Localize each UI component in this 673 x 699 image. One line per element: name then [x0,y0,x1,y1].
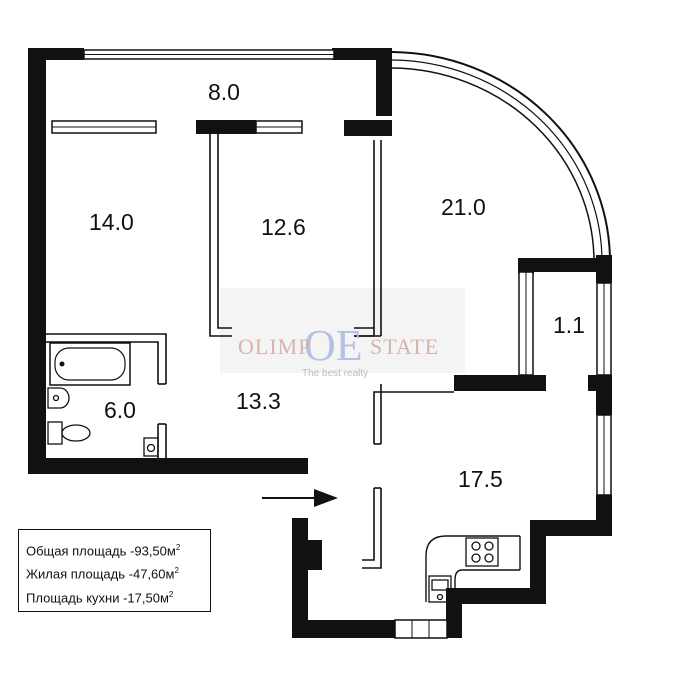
walls [28,48,612,638]
watermark-left: OLIMP [238,334,311,359]
area-summary-box: Общая площадь -93,50м2 Жилая площадь -47… [18,529,211,612]
sink-icon [47,387,70,409]
toilet-icon [47,421,91,445]
room-label-kitchen: 17.5 [458,466,503,492]
total-area-line: Общая площадь -93,50м2 [26,538,204,561]
room-label-bathroom: 6.0 [104,397,136,423]
room-label-small-balcony: 1.1 [553,312,585,338]
kitchen-counter [425,535,521,602]
room-label-top-strip: 8.0 [208,79,240,105]
kitchen-area-unit-sup: 2 [168,589,174,599]
windows [51,49,612,639]
partitions [46,134,454,569]
watermark-monogram: OE [304,321,363,370]
room-label-hall: 13.3 [236,388,281,414]
room-labels: 8.0 14.0 12.6 21.0 1.1 6.0 13.3 17.5 [89,79,585,492]
kitchen-sink-icon [428,575,452,603]
room-label-bedroom-left: 14.0 [89,209,134,235]
watermark-tagline: The best realty [302,368,368,379]
watermark: OE OLIMP STATE The best realty [238,321,439,379]
total-area-text: Общая площадь -93,50м [26,543,176,559]
watermark-right: STATE [370,334,439,359]
living-area-line: Жилая площадь -47,60м2 [26,561,204,584]
room-label-bedroom-middle: 12.6 [261,214,306,240]
watermark-background [220,288,465,373]
stove-icon [465,537,499,567]
entrance-arrow-icon [262,489,338,507]
bay-window [391,51,611,263]
total-area-unit-sup: 2 [175,543,181,552]
living-area-unit-sup: 2 [174,566,179,576]
washbasin-icon [143,437,159,457]
room-label-living-room: 21.0 [441,194,486,220]
kitchen-area-text: Площадь кухни -17,50м [26,589,169,605]
living-area-text: Жилая площадь -47,60м [26,566,175,582]
kitchen-area-line: Площадь кухни -17,50м2 [26,585,204,608]
bathtub-icon [49,342,131,386]
